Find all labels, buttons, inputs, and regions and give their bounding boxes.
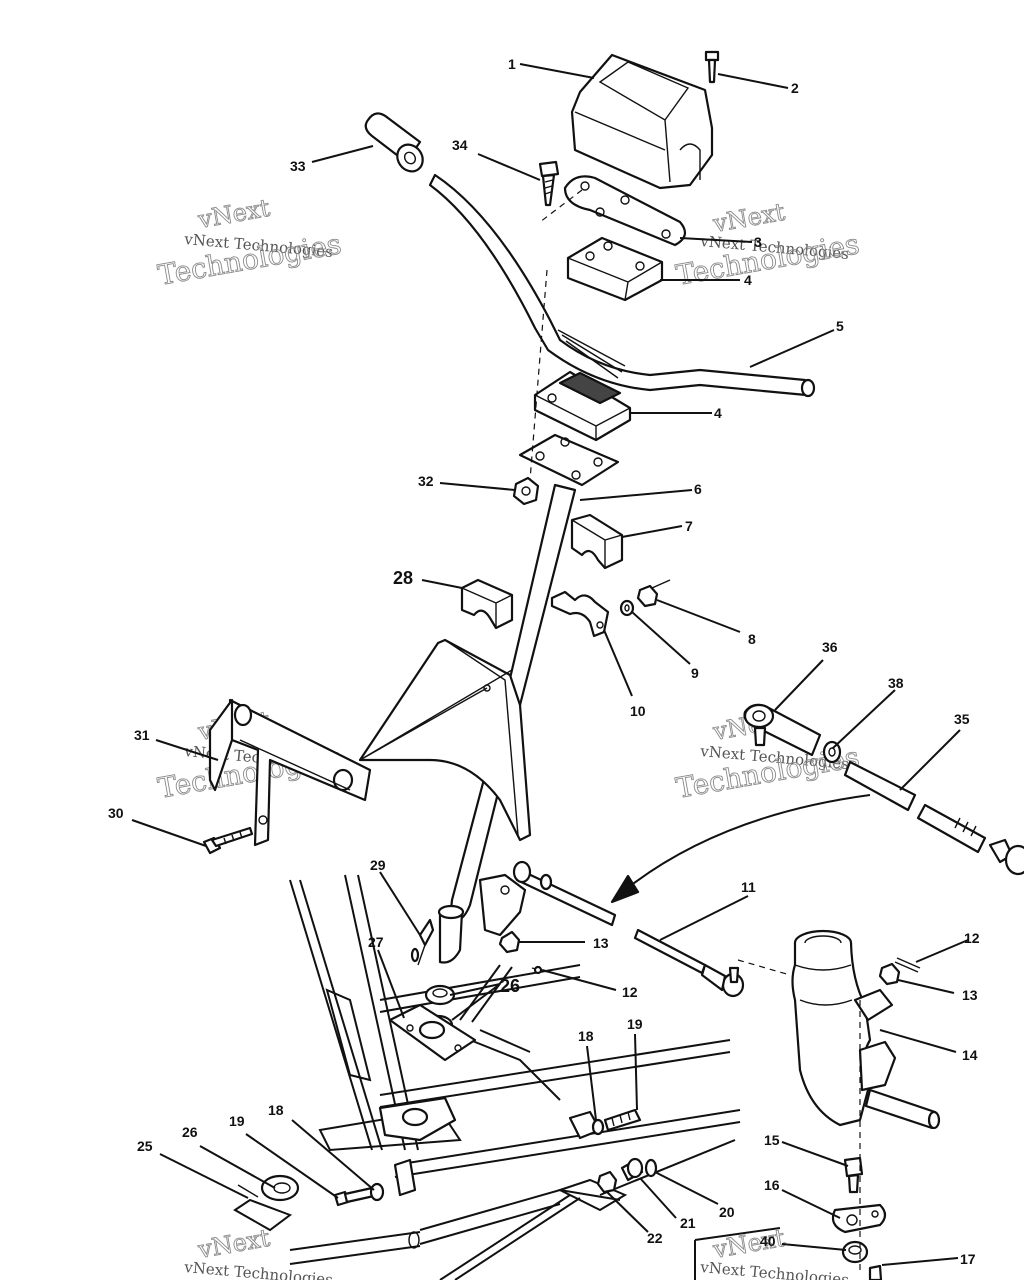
castle-nut-right <box>878 962 901 986</box>
spindle-bushing <box>841 1000 869 1270</box>
callout-13-right: 13 <box>962 987 978 1003</box>
handlebar-grip <box>364 112 424 173</box>
lower-lock-washer <box>369 1182 385 1202</box>
pivot-pin <box>237 1184 259 1198</box>
callout-6: 6 <box>694 481 702 497</box>
callout-34: 34 <box>452 137 468 153</box>
steering-column-lower <box>437 873 527 964</box>
u-clamp <box>550 590 610 638</box>
callout-11: 11 <box>741 879 756 895</box>
callout-10: 10 <box>630 703 646 719</box>
lower-bushing <box>460 578 514 630</box>
callout-36: 36 <box>822 639 838 655</box>
callout-7: 7 <box>685 518 693 534</box>
spindle-bolt <box>843 1156 864 1194</box>
handlebar-clamp-plate <box>539 175 687 247</box>
axle-bushing <box>620 1157 644 1182</box>
callout-13-left: 13 <box>593 935 609 951</box>
svg-text:vNext: vNext <box>710 198 787 238</box>
callout-18-right: 18 <box>578 1028 594 1044</box>
callout-30: 30 <box>108 805 124 821</box>
callout-35: 35 <box>954 711 970 727</box>
svg-text:vNext: vNext <box>195 194 272 234</box>
mounting-bracket <box>208 698 372 847</box>
clamp-nut <box>636 579 671 608</box>
callout-4-lower: 4 <box>714 405 722 421</box>
callout-4-upper: 4 <box>744 272 752 288</box>
callout-3: 3 <box>754 234 762 250</box>
steering-spindle <box>791 929 941 1130</box>
castle-nut-left <box>498 930 521 954</box>
pivot-plate <box>388 1003 477 1062</box>
lower-clamp-block <box>533 370 632 442</box>
clamp-bolt <box>538 160 560 207</box>
handlebar-cover <box>570 53 714 190</box>
lower-bolt <box>333 1186 376 1207</box>
callout-17: 17 <box>960 1251 976 1267</box>
handlebar <box>428 173 816 398</box>
callout-28: 28 <box>393 568 413 588</box>
callout-19-right: 19 <box>627 1016 643 1032</box>
callout-38: 38 <box>888 675 904 691</box>
watermark-top-right: vNext vNext Technologies Technologies <box>673 197 862 292</box>
callout-27: 27 <box>368 934 384 950</box>
callout-21: 21 <box>680 1215 696 1231</box>
callout-25: 25 <box>137 1138 153 1154</box>
callout-labels: 1 2 3 4 5 4 6 7 8 9 10 32 28 33 34 31 30… <box>108 56 980 1267</box>
svg-text:vNext Technologies: vNext Technologies <box>699 1258 850 1280</box>
axle-nut <box>596 1170 618 1194</box>
callout-32: 32 <box>418 473 434 489</box>
grease-fitting <box>868 1264 883 1280</box>
callout-14: 14 <box>962 1047 978 1063</box>
direction-arrow <box>610 794 871 904</box>
post-nut <box>512 476 540 506</box>
axle-washer <box>644 1158 658 1178</box>
chassis-frame <box>233 874 781 1280</box>
pivot-washer <box>260 1174 300 1202</box>
callout-9: 9 <box>691 665 699 681</box>
steering-gusset <box>358 638 532 842</box>
callout-19-left: 19 <box>229 1113 245 1129</box>
callout-15: 15 <box>764 1132 780 1148</box>
watermark-bottom-left: vNext vNext Technologies <box>183 1223 334 1280</box>
tie-rod <box>512 860 745 998</box>
svg-text:vNext: vNext <box>195 1224 272 1264</box>
cover-screw <box>704 50 720 84</box>
cotter-pin-lower <box>531 965 549 975</box>
callout-22: 22 <box>647 1230 663 1246</box>
tie-rod-dashed-line <box>737 959 791 976</box>
upper-clamp-block <box>566 236 664 302</box>
callout-1: 1 <box>508 56 516 72</box>
callout-29: 29 <box>370 857 386 873</box>
callout-16: 16 <box>764 1177 780 1193</box>
callout-40: 40 <box>760 1233 776 1249</box>
cotter-pin-left <box>410 918 435 966</box>
callout-12-right: 12 <box>964 930 980 946</box>
leader-lines <box>131 63 969 1266</box>
cotter-pin-right <box>894 957 921 973</box>
callout-2: 2 <box>791 80 799 96</box>
callout-20: 20 <box>719 1204 735 1220</box>
callout-12-left: 12 <box>622 984 638 1000</box>
adjuster-rod <box>843 760 1024 876</box>
clamp-washer <box>619 599 635 617</box>
callout-26-lower: 26 <box>182 1124 198 1140</box>
callout-8: 8 <box>748 631 756 647</box>
frame-bolt-assembly <box>568 1108 642 1140</box>
callout-5: 5 <box>836 318 844 334</box>
upper-bushing <box>570 513 624 570</box>
callout-33: 33 <box>290 158 306 174</box>
callout-18-left: 18 <box>268 1102 284 1118</box>
spindle-bracket <box>831 1203 887 1234</box>
bracket-bolt <box>202 826 254 855</box>
jam-nut <box>822 740 842 764</box>
svg-text:vNext: vNext <box>710 1224 787 1264</box>
watermark-top-left: vNext vNext Technologies Technologies <box>155 193 344 292</box>
callout-31: 31 <box>134 727 150 743</box>
callout-26-upper: 26 <box>500 976 520 996</box>
tie-rod-end <box>743 703 822 757</box>
